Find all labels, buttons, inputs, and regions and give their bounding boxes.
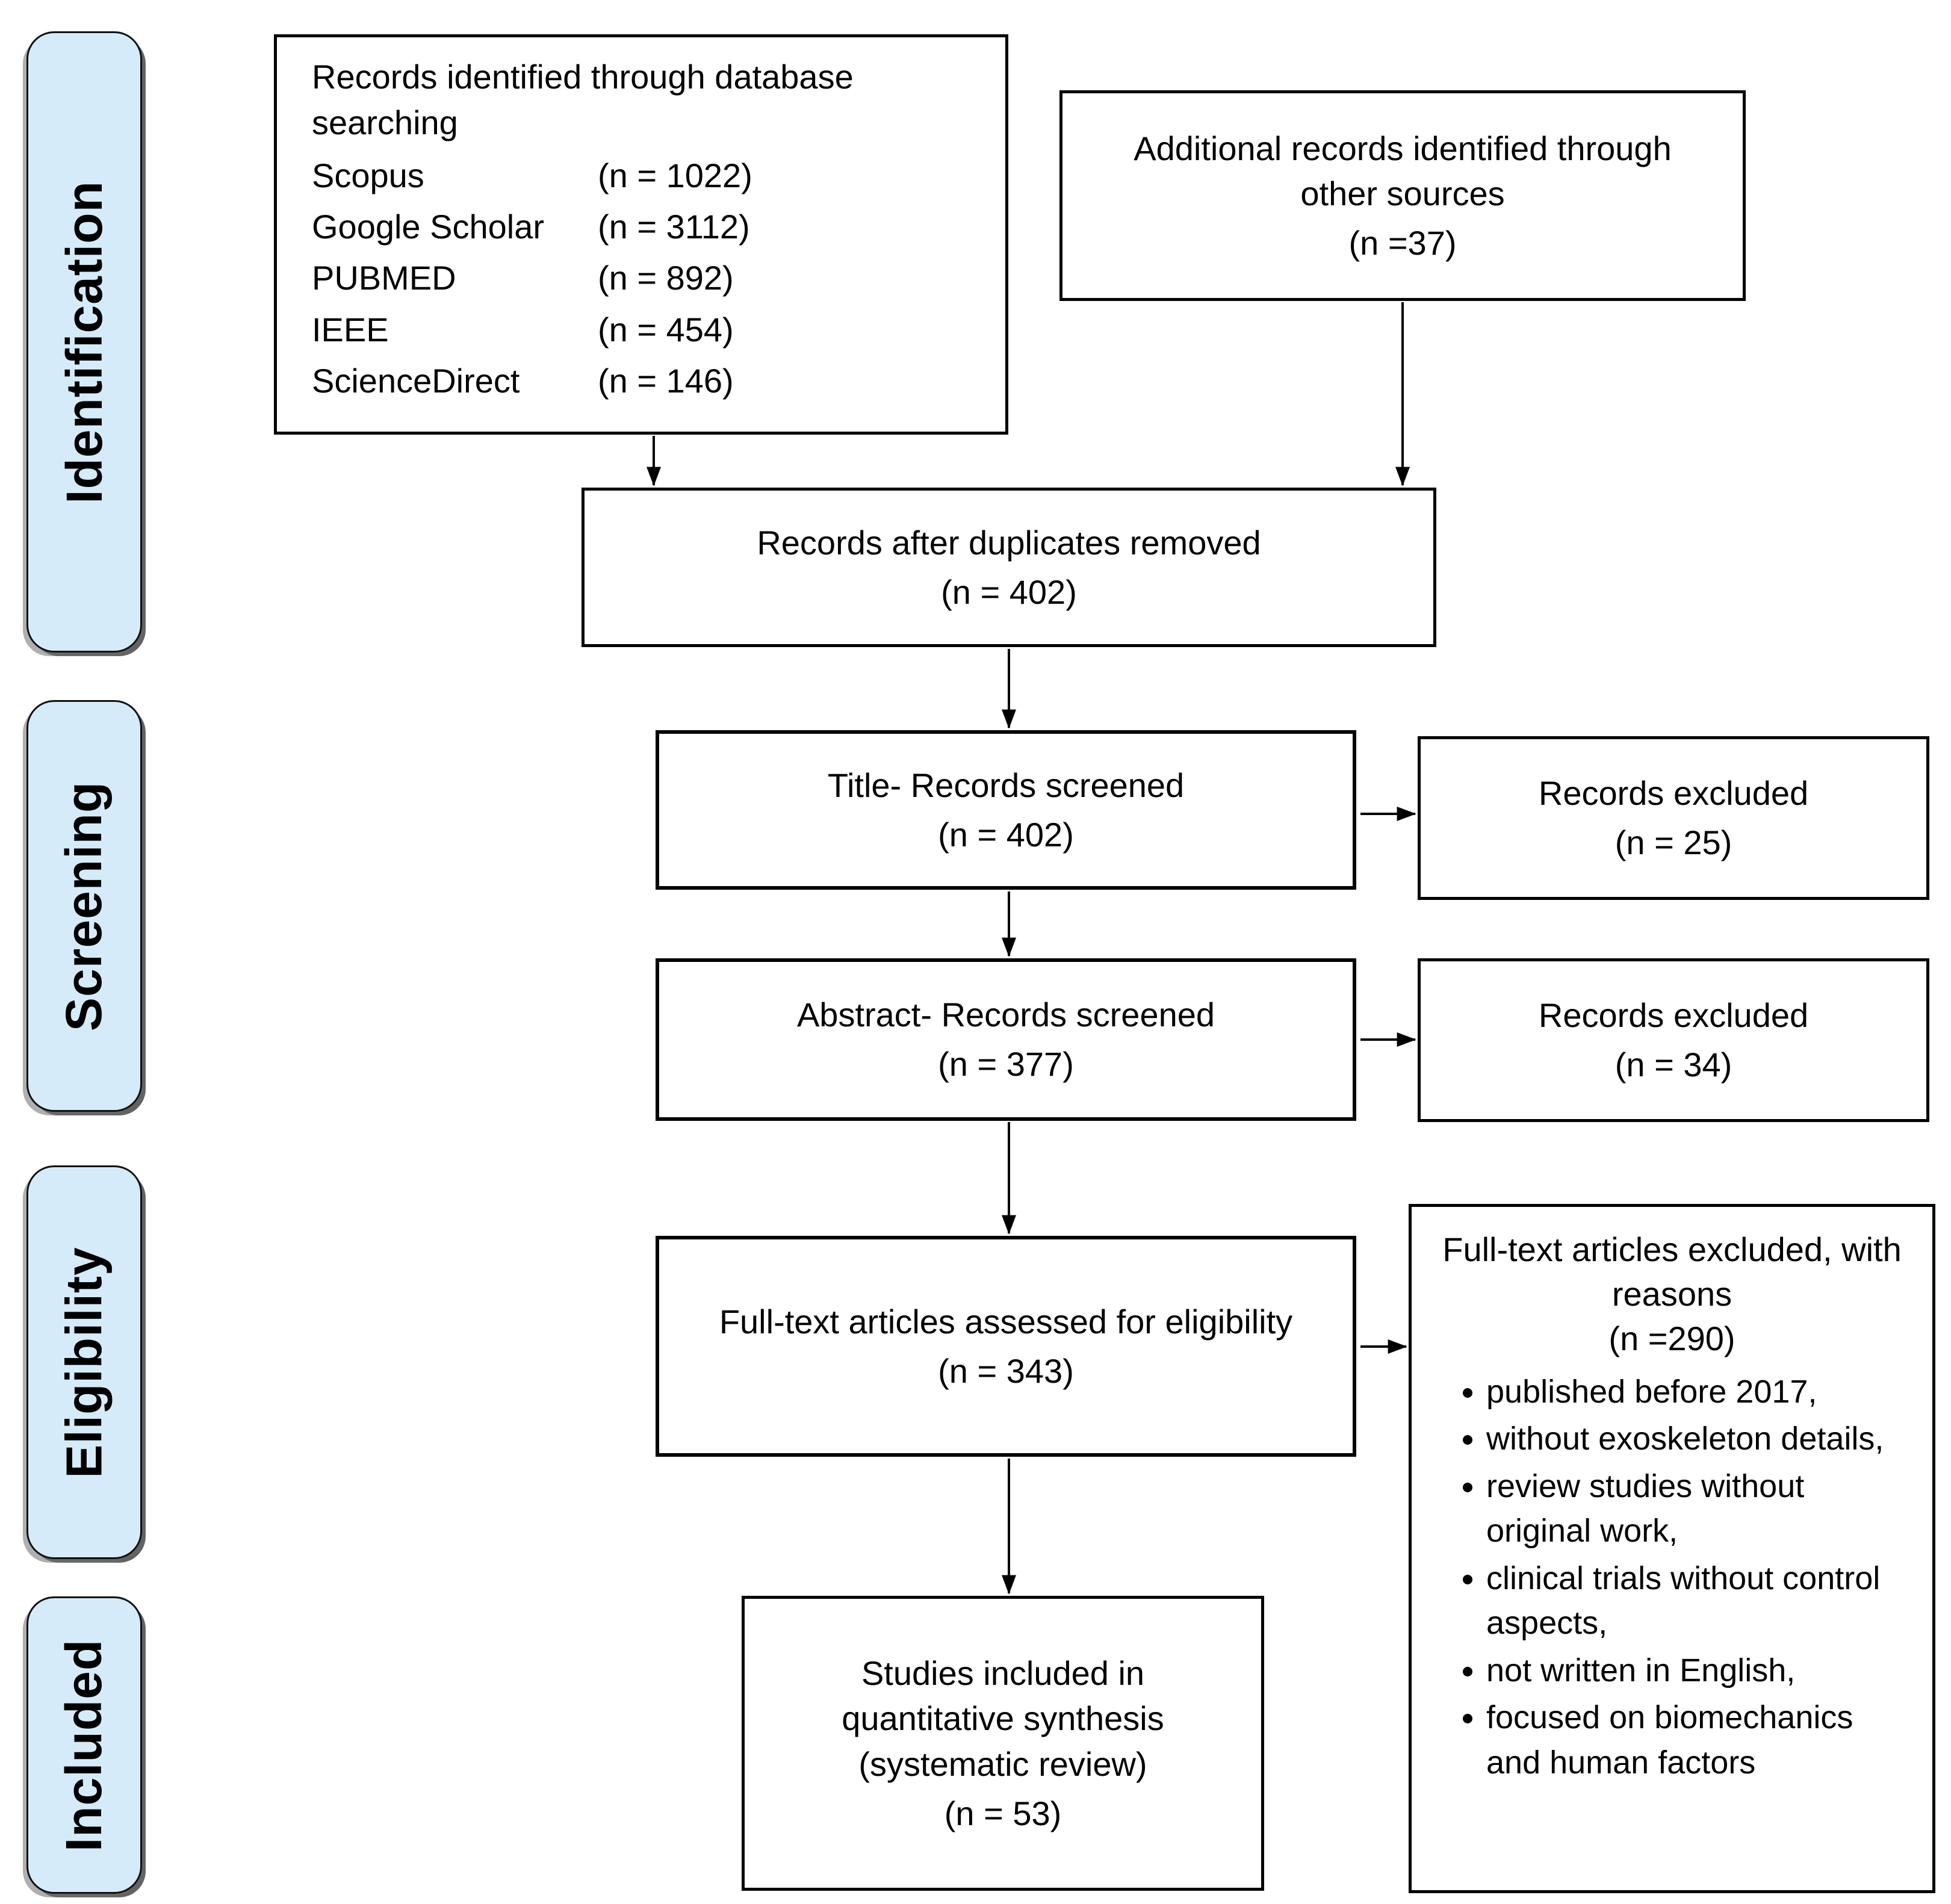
exclusion-reason: clinical trials without control aspects, [1486, 1556, 1911, 1646]
records-excluded-title-count: (n = 25) [1614, 823, 1732, 861]
studies-included-count: (n = 53) [944, 1794, 1062, 1832]
fulltext-assessed-count: (n = 343) [938, 1351, 1074, 1390]
records-excluded-title-text: Records excluded [1538, 774, 1809, 813]
stage-identification: Identification [26, 31, 142, 653]
additional-records-text: Additional records identified through ot… [1134, 129, 1672, 213]
exclusion-reason: without exoskeleton details, [1486, 1416, 1911, 1462]
box-records-excluded-abstract: Records excluded (n = 34) [1418, 958, 1929, 1122]
abstract-screened-text: Abstract- Records screened [796, 996, 1215, 1034]
exclusion-reason: focused on biomechanics and human factor… [1486, 1695, 1911, 1785]
source-count: (n = 454) [598, 310, 734, 349]
database-box-title: Records identified through database sear… [312, 58, 854, 141]
source-name: Google Scholar [312, 208, 545, 246]
title-screened-text: Title- Records screened [827, 766, 1185, 804]
duplicates-removed-text: Records after duplicates removed [757, 523, 1261, 562]
additional-records-count: (n =37) [1348, 223, 1457, 262]
stage-included: Included [26, 1596, 142, 1894]
source-count: (n = 146) [598, 361, 734, 400]
source-name: Scopus [312, 157, 424, 195]
source-count: (n = 3112) [598, 208, 750, 246]
records-excluded-abstract-count: (n = 34) [1614, 1046, 1732, 1084]
box-abstract-screened: Abstract- Records screened (n = 377) [656, 958, 1356, 1121]
exclusion-reason: published before 2017, [1486, 1369, 1911, 1415]
exclusion-reason-list: published before 2017, without exoskelet… [1433, 1369, 1911, 1788]
box-studies-included: Studies included in quantitative synthes… [742, 1596, 1264, 1891]
source-name: ScienceDirect [312, 361, 520, 400]
source-name: PUBMED [312, 259, 456, 297]
source-count: (n = 892) [598, 259, 734, 297]
exclusion-reason: review studies without original work, [1486, 1464, 1911, 1554]
source-name: IEEE [312, 310, 389, 349]
exclusion-reason: not written in English, [1486, 1648, 1911, 1693]
fulltext-excluded-title: Full-text articles excluded, with reason… [1442, 1230, 1902, 1313]
box-additional-records: Additional records identified through ot… [1059, 90, 1746, 301]
source-count: (n = 1022) [598, 157, 752, 195]
stage-screening: Screening [26, 700, 142, 1112]
box-duplicates-removed: Records after duplicates removed (n = 40… [582, 488, 1436, 647]
box-fulltext-excluded-reasons: Full-text articles excluded, with reason… [1409, 1204, 1935, 1893]
box-records-excluded-title: Records excluded (n = 25) [1418, 736, 1929, 900]
stage-eligibility: Eligibility [26, 1165, 142, 1559]
fulltext-assessed-text: Full-text articles assessed for eligibil… [719, 1302, 1293, 1341]
fulltext-excluded-count: (n =290) [1608, 1319, 1735, 1357]
studies-included-text: Studies included in quantitative synthes… [842, 1654, 1164, 1783]
database-source-list: Scopus (n = 1022) Google Scholar (n = 31… [312, 150, 752, 406]
box-title-screened: Title- Records screened (n = 402) [656, 730, 1356, 890]
duplicates-removed-count: (n = 402) [941, 572, 1077, 611]
records-excluded-abstract-text: Records excluded [1538, 996, 1809, 1035]
box-records-identified-database: Records identified through database sear… [274, 34, 1008, 435]
title-screened-count: (n = 402) [938, 815, 1074, 854]
box-fulltext-assessed: Full-text articles assessed for eligibil… [656, 1236, 1356, 1457]
abstract-screened-count: (n = 377) [938, 1045, 1074, 1083]
